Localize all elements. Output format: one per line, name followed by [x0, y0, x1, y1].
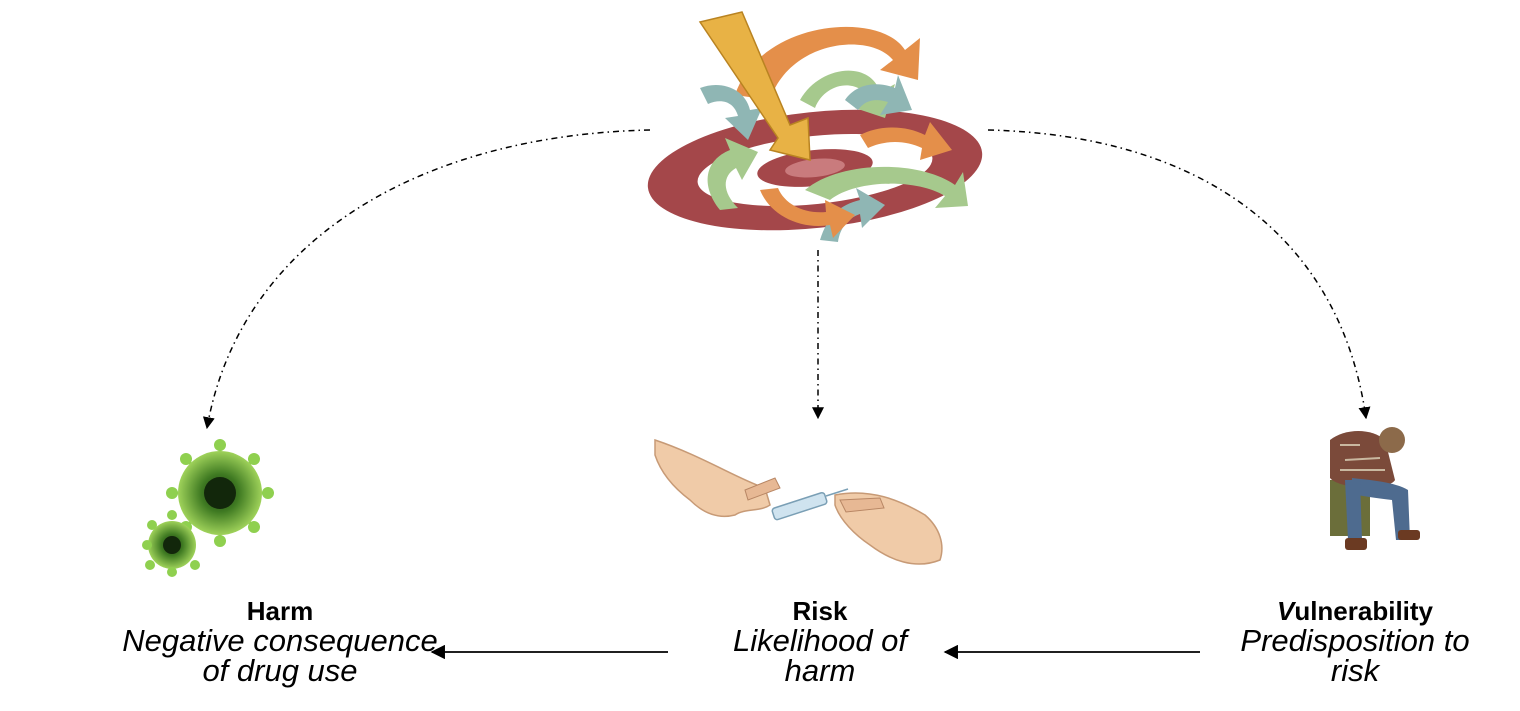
harm-description: Negative consequence of drug use: [95, 626, 465, 686]
vulnerability-title: Vulnerability: [1190, 596, 1520, 626]
harm-title: Harm: [95, 596, 465, 626]
harm-caption: Harm Negative consequence of drug use: [95, 596, 465, 686]
vulnerability-title-rest: ulnerability: [1294, 596, 1433, 626]
vulnerability-caption: Vulnerability Predisposition to risk: [1190, 596, 1520, 686]
risk-description: Likelihood of harm: [650, 626, 990, 686]
risk-title: Risk: [650, 596, 990, 626]
swirling-arrows-icon: [642, 12, 988, 245]
distressed-person-icon: [1330, 427, 1420, 550]
connector-vulnerability: [988, 130, 1366, 418]
connector-harm: [207, 130, 650, 428]
vulnerability-description: Predisposition to risk: [1190, 626, 1520, 686]
syringe-handoff-icon: [655, 440, 942, 564]
risk-caption: Risk Likelihood of harm: [650, 596, 990, 686]
virus-icon: [142, 439, 274, 577]
vulnerability-title-prefix: V: [1277, 596, 1294, 626]
